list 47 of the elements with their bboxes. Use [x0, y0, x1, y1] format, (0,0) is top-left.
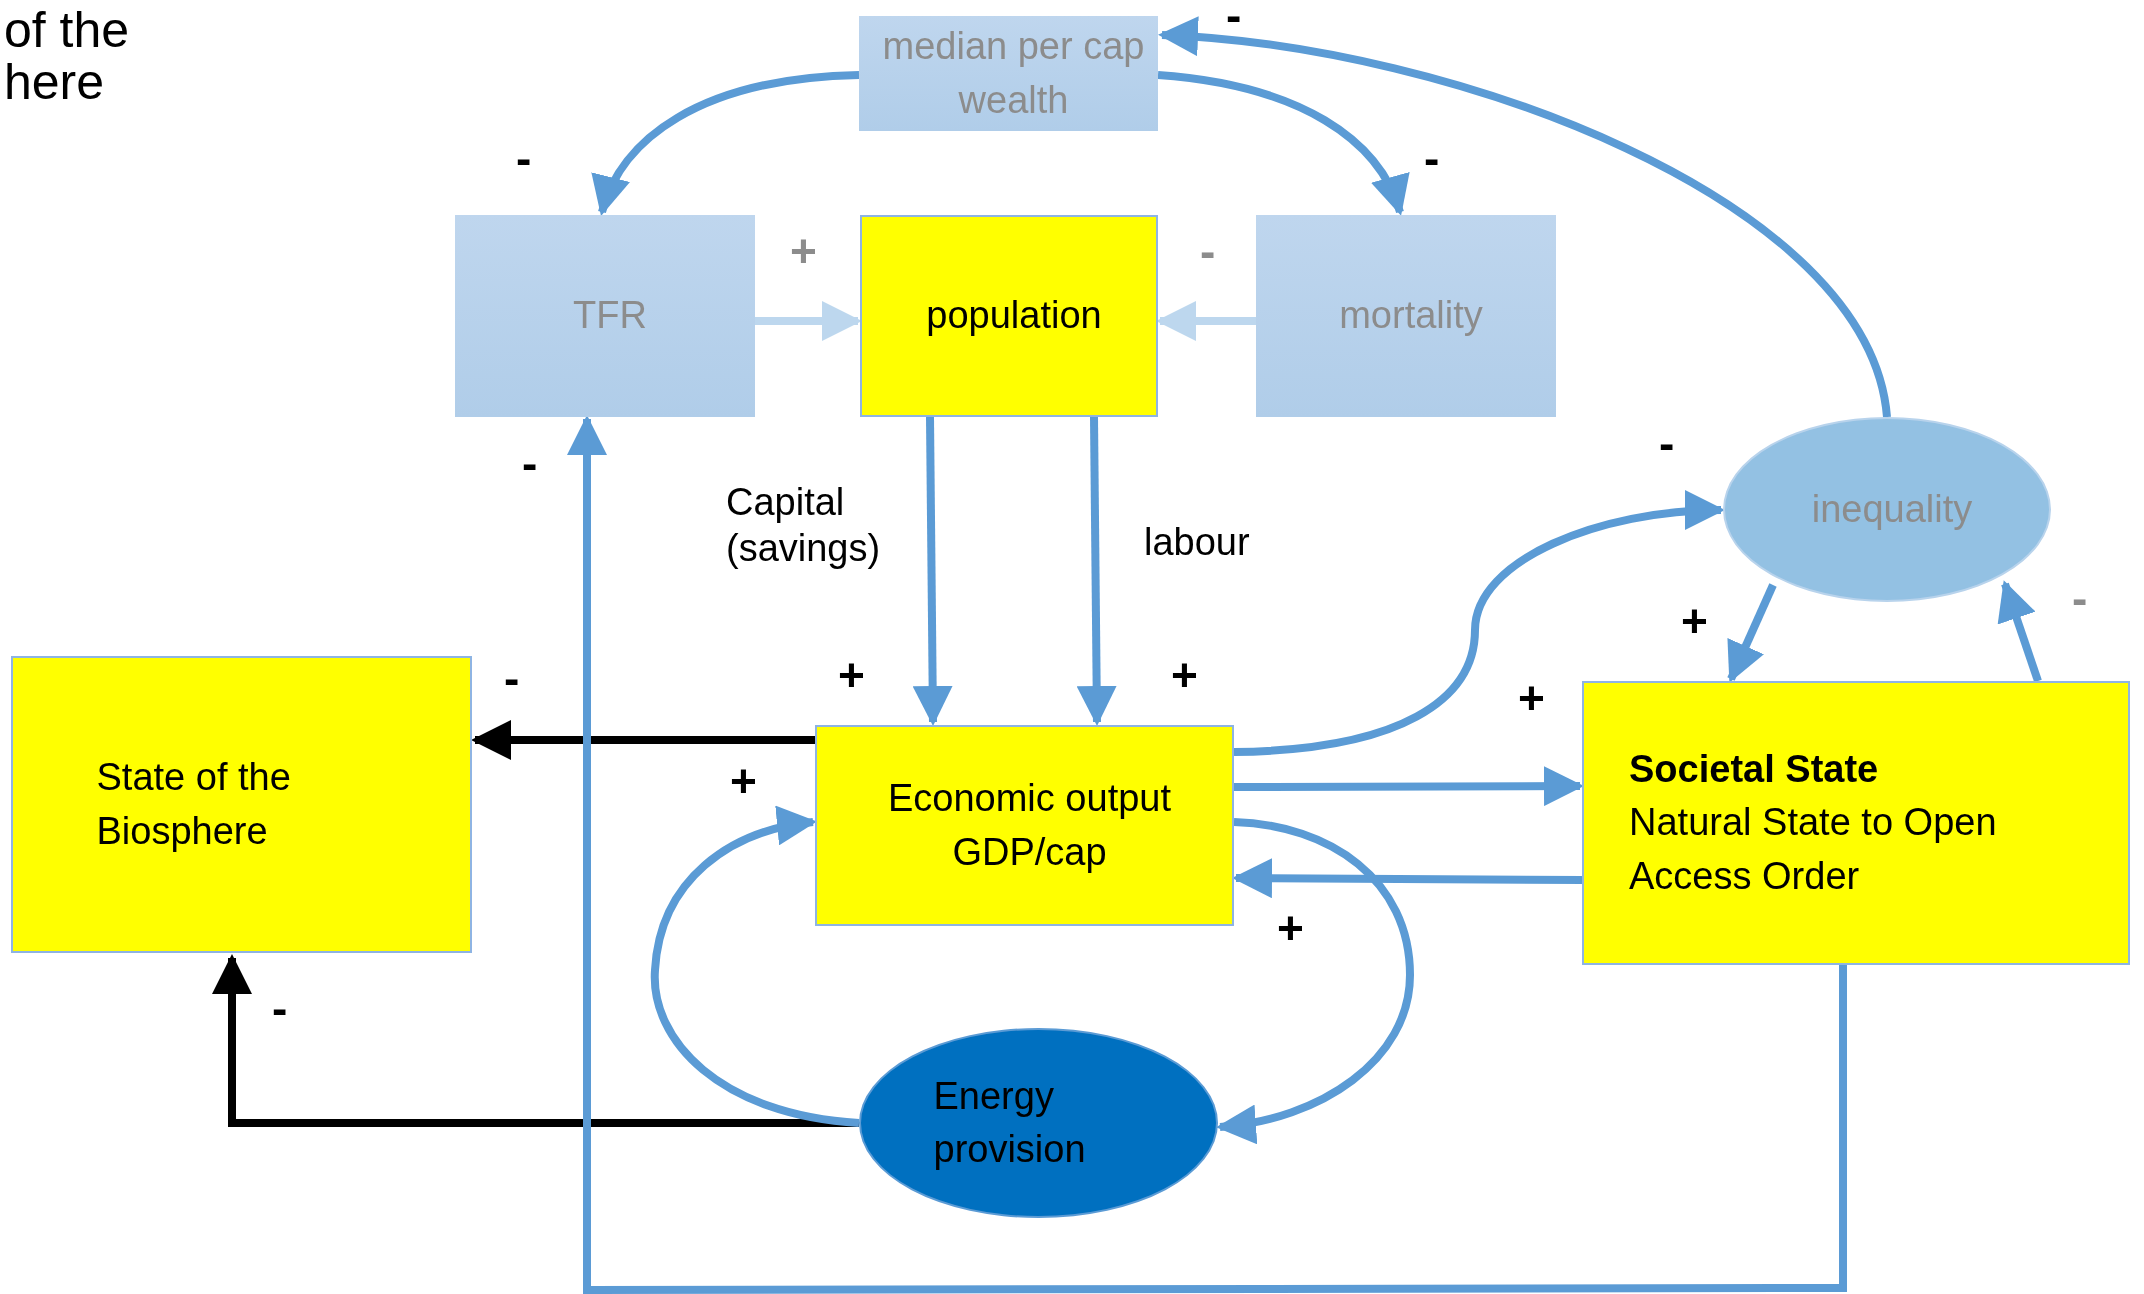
process-box — [1582, 681, 2130, 965]
sign-label: - — [2071, 575, 2089, 621]
arrow — [1233, 491, 1725, 756]
process-box — [1256, 215, 1556, 417]
node-label: population — [926, 293, 1102, 339]
sign-label: - — [1199, 228, 1217, 274]
process-box — [455, 215, 755, 417]
node-label: Energy provision — [933, 1073, 1087, 1172]
arrow — [1234, 766, 1584, 807]
arrow — [651, 807, 860, 1127]
node-label: State of the Biosphere — [96, 755, 292, 854]
sign-label: - — [271, 985, 289, 1031]
sign-label: - — [503, 655, 521, 701]
arrow — [1997, 580, 2042, 683]
arrow — [567, 415, 1847, 1294]
sign-label: - — [515, 135, 533, 181]
sign-label: + — [1517, 675, 1546, 721]
sign-label: + — [1680, 598, 1709, 644]
arrow — [1216, 818, 1414, 1143]
arrow — [594, 71, 860, 216]
sign-label: - — [521, 440, 539, 486]
sign-label: + — [729, 758, 758, 804]
sign-label: + — [789, 228, 818, 274]
arrow — [912, 416, 953, 726]
arrow — [755, 301, 862, 341]
arrow — [1076, 416, 1117, 726]
node-label: Economic output GDP/cap — [886, 776, 1173, 875]
arrow — [1158, 17, 1891, 418]
sign-label: + — [1170, 652, 1199, 698]
node-label: TFR — [573, 293, 647, 339]
sign-label: - — [1225, 0, 1243, 38]
process-box — [859, 16, 1158, 131]
node-label: mortality — [1339, 293, 1483, 339]
node-label: inequality — [1811, 486, 1973, 532]
process-box — [860, 215, 1158, 417]
arrow — [1157, 71, 1407, 216]
node-label: median per cap wealth — [881, 24, 1146, 123]
arrow — [471, 720, 815, 760]
sign-label: - — [1423, 135, 1441, 181]
process-box — [11, 656, 472, 953]
sign-label: + — [837, 652, 866, 698]
sign-label: - — [1658, 420, 1676, 466]
arrow — [1727, 583, 1777, 683]
node-label: Natural State to Open Access Order — [1629, 800, 1998, 899]
process-box — [815, 725, 1234, 926]
sign-label: + — [1276, 905, 1305, 951]
node-heading: Societal State — [1629, 747, 1879, 793]
